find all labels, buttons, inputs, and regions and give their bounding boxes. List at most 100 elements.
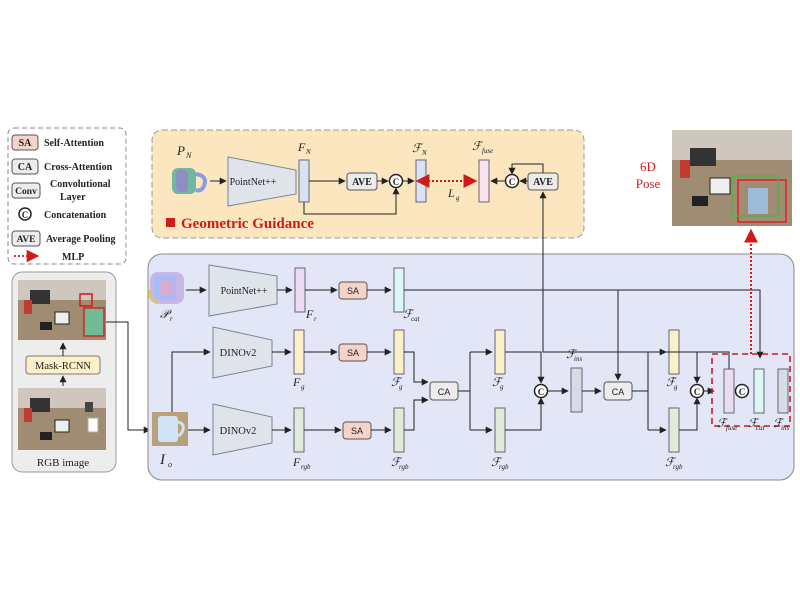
ave-label-geo-1: AVE	[352, 177, 372, 188]
fins2-feature	[777, 368, 789, 414]
concat-main-2	[689, 383, 705, 399]
legend-sa-label: Self-Attention	[44, 138, 104, 149]
legend-concat-icon	[18, 207, 32, 221]
frgb4-sub: rgb	[673, 463, 683, 471]
geometric-title-marker	[166, 218, 175, 227]
frgb4-feature	[668, 407, 680, 453]
lg-label: L	[447, 186, 455, 200]
fins-sub: ins	[574, 355, 582, 363]
concat-main-3	[734, 383, 750, 399]
fg4-label: ℱ	[666, 375, 678, 389]
legend-c-key: C	[22, 210, 29, 220]
legend-sa-key-box	[11, 134, 39, 151]
fn-label: F	[297, 140, 306, 154]
legend-mlp-label: MLP	[62, 252, 84, 263]
ffuse-feature-main	[723, 368, 735, 414]
fcat-label: ℱ	[403, 307, 415, 321]
legend-ca-label: Cross-Attention	[44, 162, 113, 173]
dinov2-label-top: DINOv2	[220, 348, 257, 359]
sa-block-3-label: SA	[351, 426, 363, 436]
fn-feature	[298, 159, 310, 203]
frgb2-feature	[393, 407, 405, 453]
fg3-label: ℱ	[492, 375, 504, 389]
pose-label-1: 6D	[640, 159, 656, 174]
concat-main-3-label: C	[739, 387, 746, 397]
dinov2-encoder-top	[212, 326, 273, 379]
fr-sub: r	[314, 315, 317, 323]
fins2-label: ℱ	[773, 416, 785, 430]
ffuse-sub-main: fuse	[726, 424, 737, 432]
pointnet-label-main: PointNet++	[221, 286, 268, 297]
fcat-feature	[393, 267, 405, 313]
pose-result-image	[672, 130, 792, 226]
fr-feature	[294, 267, 306, 313]
fN-sub: N	[421, 149, 427, 157]
legend: SA Self-Attention CA Cross-Attention Con…	[7, 127, 127, 265]
frgb2-sub: rgb	[399, 463, 409, 471]
rgb-image-panel: Mask-RCNN RGB image	[11, 271, 151, 473]
fcat2-feature	[753, 368, 765, 414]
sa-block-1-label: SA	[347, 286, 359, 296]
fg3-feature	[494, 329, 506, 375]
fN-label: ℱ	[412, 141, 424, 155]
fg2-sub: g	[399, 383, 403, 391]
legend-sa-key: SA	[19, 138, 33, 149]
frgb4-label: ℱ	[665, 455, 677, 469]
mask-rcnn-label: Mask-RCNN	[35, 361, 91, 372]
fg-label: F	[292, 375, 301, 389]
pose-label-2: Pose	[636, 176, 661, 191]
concat-geo-1-label: C	[393, 177, 400, 187]
pointnet-encoder-main	[208, 264, 278, 317]
fg-feature	[293, 329, 305, 375]
legend-conv-key-box	[11, 182, 41, 199]
io-sub: o	[168, 460, 172, 469]
mug-point-cloud-image	[172, 168, 207, 194]
fins-feature	[570, 367, 583, 413]
fg3-sub: g	[500, 383, 504, 391]
pr-sub: r	[170, 315, 173, 323]
dinov2-encoder-bottom	[212, 403, 273, 456]
legend-conv-key: Conv	[15, 187, 37, 197]
frgb3-sub: rgb	[499, 463, 509, 471]
frgb-feature	[293, 407, 305, 453]
pointnet-encoder-geo	[227, 156, 297, 207]
legend-ave-label: Average Pooling	[46, 234, 116, 245]
legend-conv-label-2: Layer	[60, 192, 86, 203]
fcat2-sub: cat	[756, 424, 766, 432]
frgb-sub: rgb	[301, 463, 311, 471]
fcat2-label: ℱ	[748, 416, 760, 430]
sa-block-2-label: SA	[347, 348, 359, 358]
legend-ave-key-box	[11, 230, 41, 247]
fn-sub: N	[305, 148, 311, 156]
rgb-image-caption: RGB image	[37, 457, 89, 469]
pn-label: P	[176, 143, 185, 158]
fN-feature	[415, 159, 427, 203]
legend-ca-key-box	[11, 158, 39, 175]
concat-geo-2-label: C	[509, 177, 516, 187]
fg4-sub: g	[674, 383, 678, 391]
fins-label: ℱ	[566, 347, 578, 361]
frgb-label: F	[292, 455, 301, 469]
geometric-guidance-panel: P N PointNet++ F N AVE C ℱ N L g ℱ fuse …	[151, 129, 585, 239]
frgb2-label: ℱ	[391, 455, 403, 469]
legend-ca-key: CA	[18, 162, 33, 173]
legend-conv-label-1: Convolutional	[50, 179, 111, 190]
lg-sub: g	[456, 194, 460, 202]
concat-main-1-label: C	[538, 387, 545, 397]
frgb3-feature	[494, 407, 506, 453]
dinov2-label-bottom: DINOv2	[220, 426, 257, 437]
output-feature-group	[711, 353, 791, 427]
fcat-sub: cat	[411, 315, 421, 323]
ave-label-geo-2: AVE	[533, 177, 553, 188]
pointnet-label-geo: PointNet++	[230, 177, 277, 188]
pose-output: 6D Pose	[636, 130, 792, 226]
rgb-scene-image-top	[18, 280, 106, 340]
ca-block-1-label: CA	[438, 387, 451, 397]
fg2-feature	[393, 329, 405, 375]
fins2-sub: ins	[781, 424, 789, 432]
observed-point-cloud-image	[148, 272, 184, 304]
legend-ave-key: AVE	[17, 235, 36, 245]
fg2-label: ℱ	[391, 375, 403, 389]
frgb3-label: ℱ	[491, 455, 503, 469]
